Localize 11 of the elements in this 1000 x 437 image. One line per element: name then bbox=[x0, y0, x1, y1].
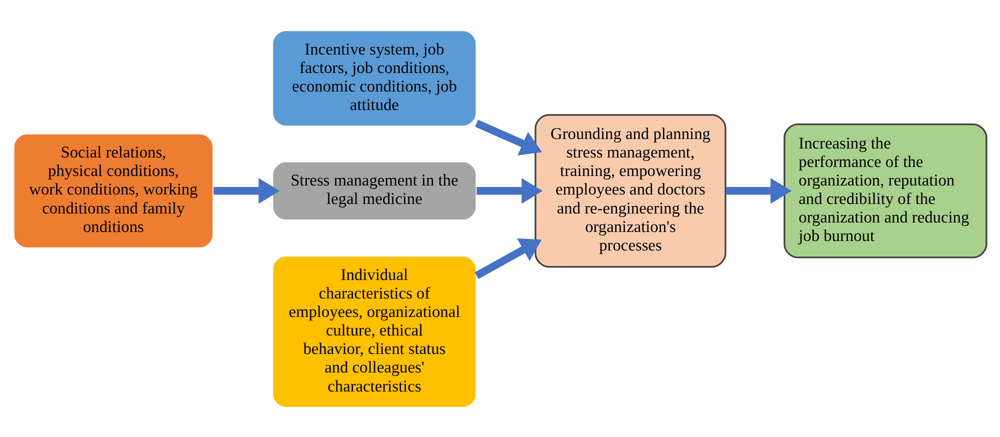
arrow bbox=[213, 178, 280, 204]
arrow bbox=[475, 119, 542, 155]
arrow bbox=[476, 178, 543, 204]
node-box: Grounding and planning stress management, training, empowering employees and doctors and re-engineering the organization's processes bbox=[534, 114, 726, 268]
arrow bbox=[726, 178, 792, 204]
node-box: Individual characteristics of employees, organizational culture, ethical behavior, client status and colleagues' characteristics bbox=[272, 254, 478, 408]
node-box: Social relations, physical conditions, work conditions, working conditions and family onditions bbox=[12, 132, 214, 249]
node-box: Incentive system, job factors, job conditions, economic conditions, job attitude bbox=[272, 29, 478, 127]
arrow bbox=[474, 238, 542, 279]
node-box: Stress management in the legal medicine bbox=[272, 160, 478, 221]
node-box: Increasing the performance of the organization, reputation and credibility of the organization and reducing job burnout bbox=[784, 122, 988, 258]
